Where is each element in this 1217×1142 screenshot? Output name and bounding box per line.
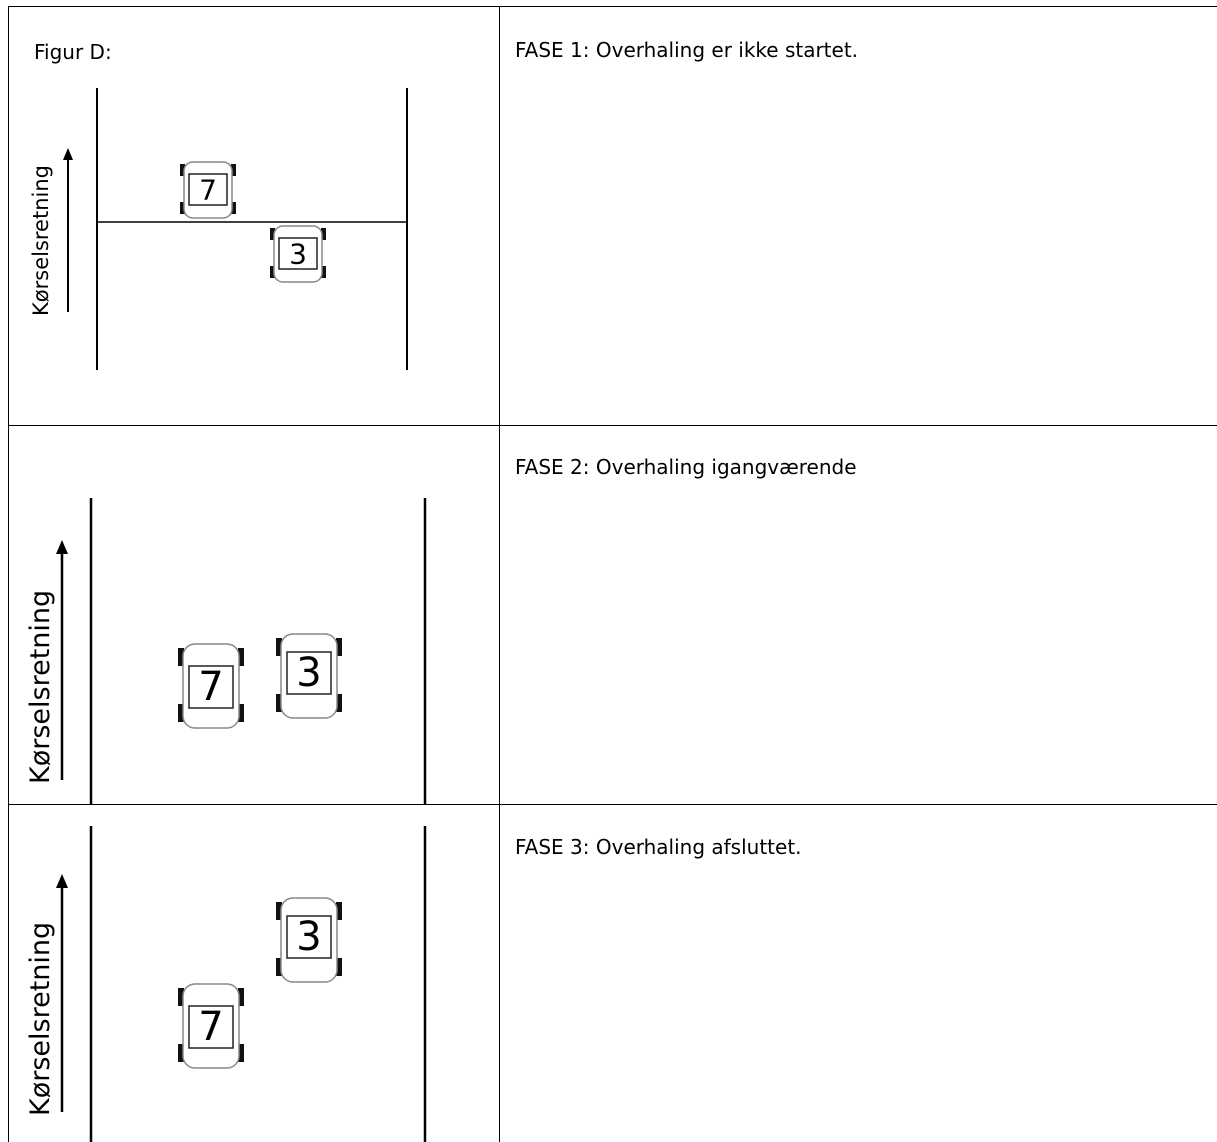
svg-text:7: 7 — [198, 664, 223, 710]
phase-3-diagram: Kørselsretning 3 7 — [14, 820, 444, 1142]
arrow-head — [56, 874, 68, 888]
car-3: 3 — [270, 225, 326, 283]
car-3: 3 — [276, 897, 342, 983]
car-3: 3 — [276, 633, 342, 719]
car-7: 7 — [178, 643, 244, 729]
table-row-divider-2 — [8, 804, 1217, 805]
svg-text:3: 3 — [296, 650, 321, 696]
figure-title: Figur D: — [34, 40, 112, 64]
car-7: 7 — [180, 161, 236, 219]
svg-text:7: 7 — [199, 174, 217, 207]
arrow-head — [56, 540, 68, 554]
table-column-divider — [499, 6, 500, 1142]
phase-2-text: FASE 2: Overhaling igangværende — [515, 455, 857, 479]
direction-label: Kørselsretning — [25, 922, 56, 1116]
car-7: 7 — [178, 983, 244, 1069]
svg-text:3: 3 — [296, 914, 321, 960]
svg-text:3: 3 — [289, 238, 307, 271]
phase-1-diagram: Kørselsretning 7 3 — [20, 80, 420, 380]
direction-label: Kørselsretning — [25, 590, 56, 784]
table-border-top — [8, 6, 1217, 7]
phase-3-text: FASE 3: Overhaling afsluttet. — [515, 835, 802, 859]
arrow-head — [63, 148, 73, 160]
table-row-divider-1 — [8, 425, 1217, 426]
svg-text:7: 7 — [198, 1004, 223, 1050]
direction-label: Kørselsretning — [29, 165, 53, 316]
phase-1-text: FASE 1: Overhaling er ikke startet. — [515, 38, 859, 62]
table-border-left — [8, 6, 9, 1142]
phase-2-diagram: Kørselsretning 7 3 — [14, 490, 444, 804]
